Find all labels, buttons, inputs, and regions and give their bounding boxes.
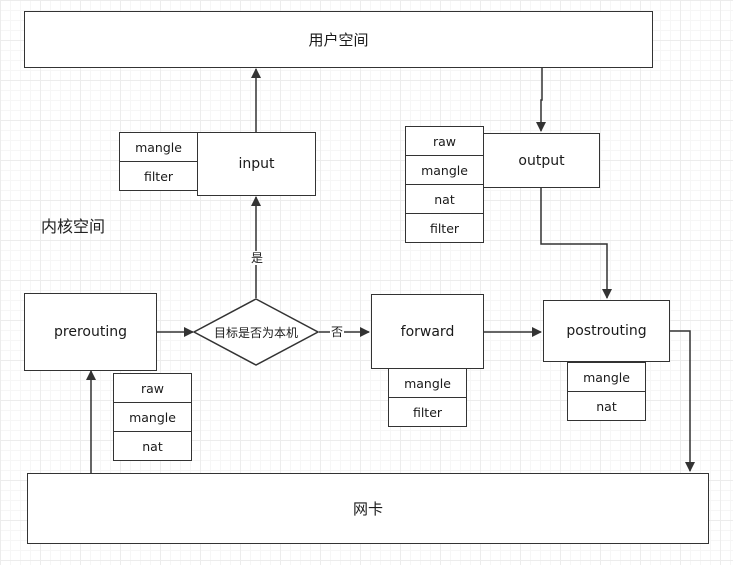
arrow-output-to-postrouting [540, 188, 612, 299]
table-label: raw [140, 380, 165, 396]
input-chain-box: input [197, 132, 316, 196]
prerouting-table-nat: nat [113, 431, 192, 461]
user-space-box: 用户空间 [24, 11, 653, 68]
input-table-filter: filter [119, 161, 198, 191]
input-table-mangle: mangle [119, 132, 198, 163]
table-label: mangle [583, 369, 630, 385]
decision-label: 目标是否为本机 [214, 326, 299, 340]
table-label: mangle [421, 162, 468, 178]
prerouting-table-raw: raw [113, 373, 192, 403]
table-label: mangle [404, 375, 451, 391]
output-table-raw: raw [405, 126, 484, 156]
forward-table-mangle: mangle [388, 368, 467, 398]
table-label: raw [432, 133, 457, 149]
input-chain-label: input [238, 156, 275, 172]
user-space-label: 用户空间 [308, 31, 369, 49]
output-table-nat: nat [405, 184, 484, 214]
postrouting-chain-box: postrouting [543, 300, 670, 362]
output-chain-label: output [518, 152, 565, 169]
output-table-mangle: mangle [405, 155, 484, 185]
output-table-filter: filter [405, 213, 484, 243]
prerouting-chain-box: prerouting [24, 293, 157, 371]
table-label: filter [412, 404, 443, 420]
table-label: filter [143, 168, 174, 184]
arrow-postrouting-to-nic [670, 330, 695, 472]
table-label: nat [434, 191, 455, 207]
kernel-space-label: 内核空间 [41, 217, 106, 236]
table-label: mangle [129, 409, 176, 425]
prerouting-table-mangle: mangle [113, 402, 192, 432]
prerouting-chain-label: prerouting [54, 324, 127, 340]
output-chain-box: output [483, 133, 600, 188]
postrouting-table-mangle: mangle [567, 362, 646, 392]
forward-chain-label: forward [400, 323, 455, 340]
nic-box: 网卡 [27, 473, 709, 544]
arrow-userspace-to-output [536, 68, 546, 132]
forward-chain-box: forward [371, 294, 484, 369]
forward-table-filter: filter [388, 397, 467, 427]
table-label: nat [596, 398, 617, 414]
table-label: nat [142, 438, 163, 454]
edge-label-yes: 是 [250, 251, 265, 265]
table-label: mangle [135, 140, 182, 155]
nic-label: 网卡 [352, 500, 383, 518]
table-label: filter [429, 220, 460, 236]
edge-label-no: 否 [330, 325, 345, 339]
postrouting-table-nat: nat [567, 391, 646, 421]
postrouting-chain-label: postrouting [566, 323, 647, 339]
